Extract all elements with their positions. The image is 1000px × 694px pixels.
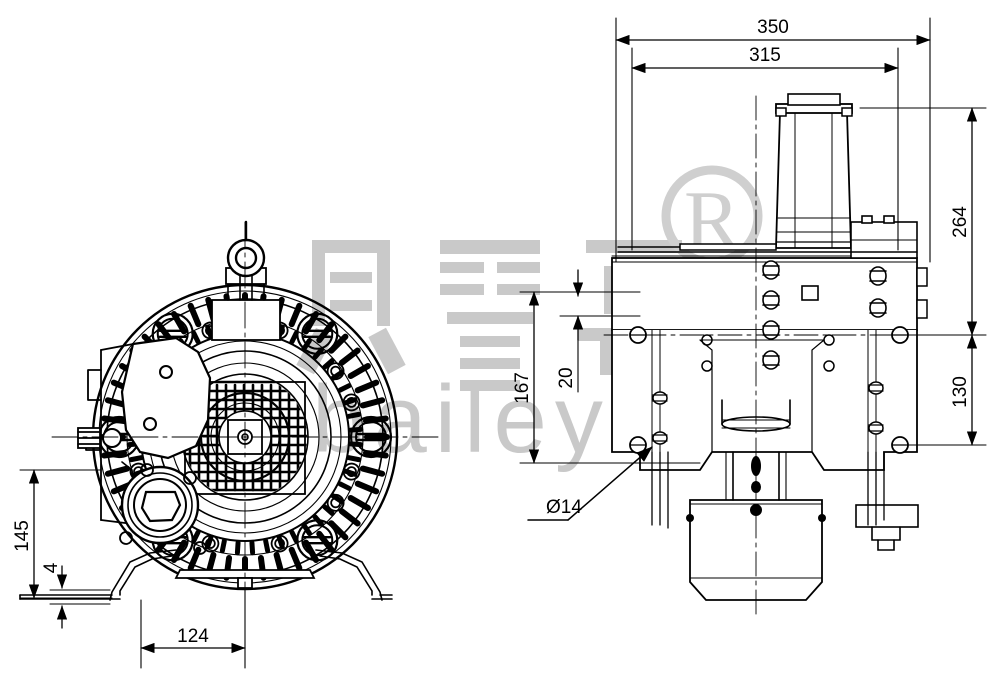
dim-label-dia14: Ø14 xyxy=(546,497,582,518)
side-bottom-cylinder xyxy=(686,499,826,601)
side-view-centerlines xyxy=(603,95,951,617)
dim-124 xyxy=(140,587,246,669)
side-view xyxy=(603,93,951,617)
dim-label-350: 350 xyxy=(757,17,789,38)
dim-label-145: 145 xyxy=(12,520,33,552)
side-center-bosses xyxy=(762,260,780,370)
side-vertical-rails xyxy=(651,381,885,529)
dim-label-130: 130 xyxy=(950,376,971,408)
dim-label-315: 315 xyxy=(749,45,781,66)
dim-label-167: 167 xyxy=(512,372,533,404)
fan-top-inlet-box xyxy=(211,299,281,341)
dimension-lines xyxy=(19,17,987,669)
side-right-foot xyxy=(855,504,919,551)
side-bracket-holes xyxy=(701,334,835,372)
side-nameplate xyxy=(801,285,819,301)
side-top-rails xyxy=(617,243,918,253)
front-view-centerlines xyxy=(51,221,441,649)
dim-20 xyxy=(559,269,641,393)
dim-145 xyxy=(19,469,113,599)
dim-dia14-leader xyxy=(527,446,653,521)
dim-4 xyxy=(49,565,111,629)
dim-label-4: 4 xyxy=(41,562,62,573)
dim-350 xyxy=(615,17,931,263)
dim-315 xyxy=(631,47,899,251)
front-left-housing xyxy=(85,336,212,555)
front-terminal-stub xyxy=(77,427,122,449)
dim-130 xyxy=(907,334,987,446)
dimension-text: 350 315 264 130 167 20 Ø14 145 4 124 xyxy=(12,17,971,647)
dim-label-124: 124 xyxy=(177,626,209,647)
front-view xyxy=(19,220,441,649)
side-top-cylinder xyxy=(775,93,853,249)
watermark-char-lei xyxy=(440,240,540,391)
dim-label-20: 20 xyxy=(556,367,577,388)
dim-label-264: 264 xyxy=(950,206,971,238)
lifting-eye xyxy=(226,220,266,301)
side-hex-bolts xyxy=(869,266,887,318)
